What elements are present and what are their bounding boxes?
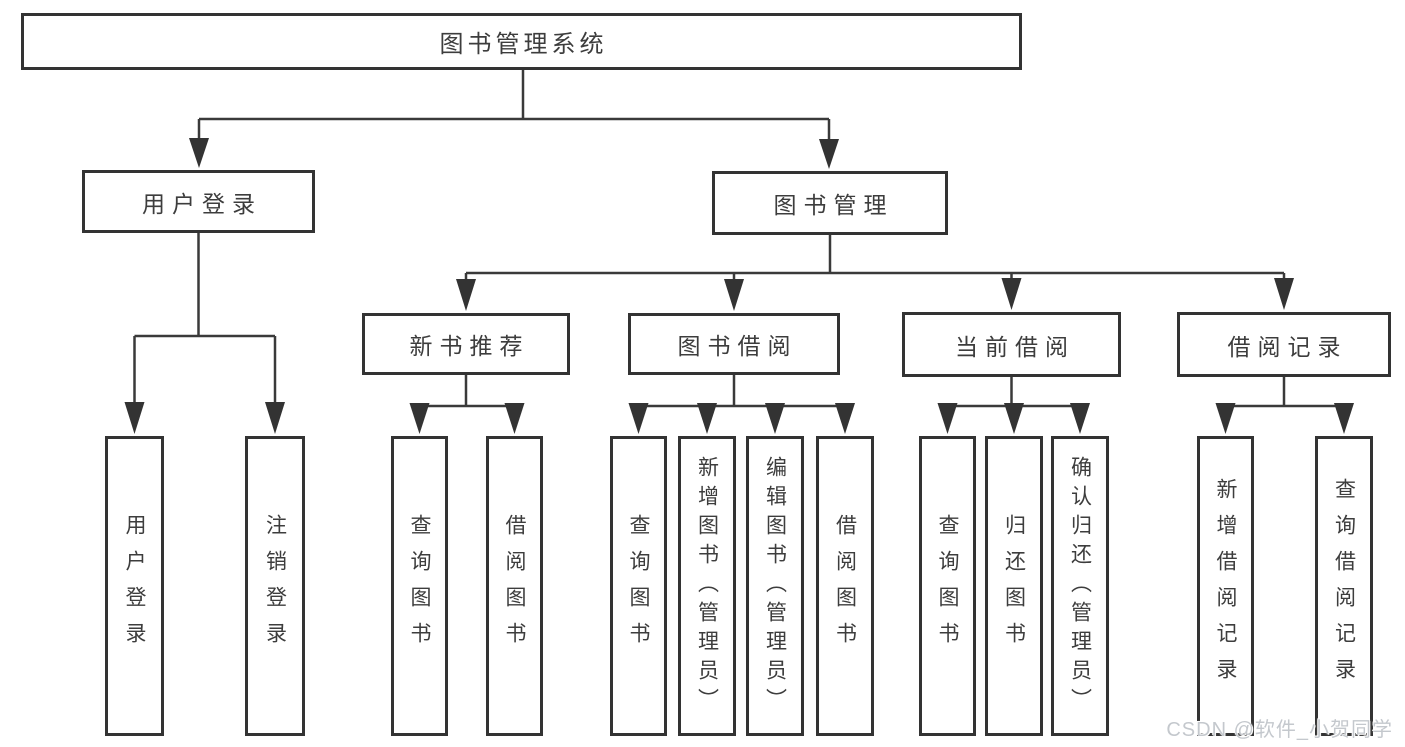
node-label: 新增图书（管理员）: [695, 455, 719, 717]
node-label: 用户登录: [142, 190, 262, 217]
node-label: 编辑图书（管理员）: [763, 455, 787, 717]
leaf-logout: 注销登录: [245, 436, 305, 736]
node-label: 查询图书: [936, 514, 959, 658]
leaf-confirm-return-admin: 确认归还（管理员）: [1051, 436, 1109, 736]
node-new-book-recommendation: 新书推荐: [362, 313, 570, 375]
leaf-query-books-borrow: 查询图书: [610, 436, 667, 736]
node-label: 新书推荐: [409, 333, 530, 359]
node-label: 查询图书: [627, 514, 650, 658]
node-label: 图书管理系统: [439, 31, 608, 58]
node-book-borrowing: 图书借阅: [628, 313, 840, 375]
csdn-watermark: CSDN @软件_小贺同学: [1166, 719, 1393, 741]
node-user-login: 用户登录: [82, 170, 315, 233]
node-label: 借阅图书: [833, 514, 857, 658]
node-label: 查询借阅记录: [1332, 478, 1356, 694]
node-label: 借阅记录: [1227, 333, 1348, 360]
node-label: 借阅图书: [503, 514, 526, 658]
leaf-add-borrow-record: 新增借阅记录: [1197, 436, 1254, 736]
node-label: 用户登录: [123, 514, 146, 658]
node-label: 当前借阅: [955, 333, 1075, 360]
connector-userlogin-to-leaves: [133, 233, 277, 404]
leaf-edit-books-admin: 编辑图书（管理员）: [746, 436, 804, 736]
leaf-query-books-recommend: 查询图书: [391, 436, 448, 736]
node-library-management-system: 图书管理系统: [21, 13, 1022, 70]
connector-root-to-level2: [197, 69, 831, 143]
leaf-query-books-current: 查询图书: [919, 436, 976, 736]
node-label: 查询图书: [408, 514, 431, 658]
node-label: 归还图书: [1002, 514, 1026, 658]
arrowheads: [124, 138, 1354, 434]
leaf-borrow-books-recommend: 借阅图书: [486, 436, 543, 736]
node-label: 新增借阅记录: [1214, 478, 1237, 694]
connector-recommend-to-leaves: [418, 375, 516, 410]
node-current-borrowing: 当前借阅: [902, 312, 1121, 377]
connector-bookmgmt-to-level3: [464, 235, 1286, 282]
node-borrowing-records: 借阅记录: [1177, 312, 1391, 377]
node-label: 注销登录: [263, 514, 287, 658]
connector-borrow-to-leaves: [637, 375, 847, 410]
leaf-borrow-books: 借阅图书: [816, 436, 874, 736]
leaf-user-login: 用户登录: [105, 436, 164, 736]
leaf-return-books: 归还图书: [985, 436, 1043, 736]
node-book-management: 图书管理: [712, 171, 948, 235]
connector-records-to-leaves: [1224, 377, 1346, 410]
leaf-query-borrow-record: 查询借阅记录: [1315, 436, 1373, 736]
node-label: 图书管理: [773, 192, 894, 218]
leaf-add-books-admin: 新增图书（管理员）: [678, 436, 736, 736]
node-label: 确认归还（管理员）: [1068, 455, 1092, 717]
node-label: 图书借阅: [677, 333, 798, 359]
